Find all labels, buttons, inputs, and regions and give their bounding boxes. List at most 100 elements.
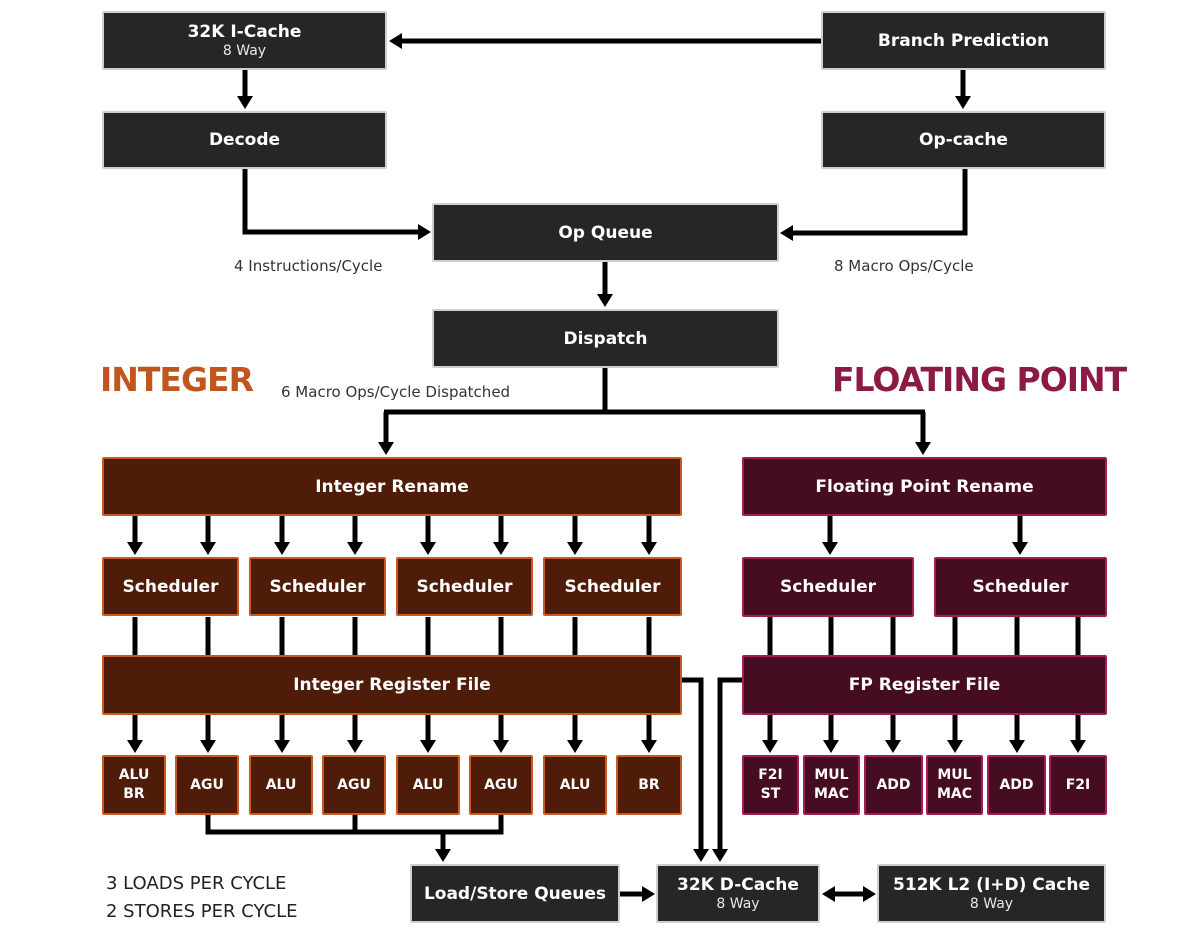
agu-to-lsq-arrow-head [435,849,451,862]
icache-box: 32K I-Cache 8 Way [102,11,387,70]
decode-title: Decode [208,130,281,150]
unit-line1: MUL [814,767,849,783]
l2-cache-box: 512K L2 (I+D) Cache 8 Way [877,864,1106,923]
branch-to-icache-arrow-head [389,33,402,49]
fp-unit-mul-mac-2: MUL MAC [926,755,983,815]
int-regfile-to-unit-arrow-3-head [347,740,363,753]
int-regfile-to-unit-arrow-2-head [274,740,290,753]
integer-rename-box: Integer Rename [102,457,682,516]
fp-regfile-to-unit-arrow-1-head [823,740,839,753]
fp-unit-add-1: ADD [864,755,923,815]
scheduler-label: Scheduler [416,576,513,597]
fp-rename-box: Floating Point Rename [742,457,1107,516]
fp-regfile-to-dcache-arrow [717,677,742,852]
unit-line1: AGU [190,776,224,793]
integer-scheduler-1: Scheduler [102,557,239,616]
int-rename-to-sched-arrow-4-head [420,542,436,555]
int-regfile-to-unit-arrow-1-head [200,740,216,753]
branch-prediction-box: Branch Prediction [821,11,1106,70]
unit-line1: F2I [1065,776,1091,793]
fp-register-file-title: FP Register File [848,675,1001,695]
scheduler-label: Scheduler [972,577,1069,597]
unit-line1: ADD [999,776,1034,793]
fp-rename-to-sched-arrow-1-head [822,542,838,555]
branch-prediction-title: Branch Prediction [877,30,1050,51]
unit-line1: F2I [758,767,783,783]
int-rename-to-sched-arrow-1-head [200,542,216,555]
icache-title: 32K I-Cache [187,21,302,42]
int-regfile-to-unit-arrow-4-head [420,740,436,753]
op-cache-title: Op-cache [919,130,1008,150]
integer-scheduler-2: Scheduler [249,557,386,616]
scheduler-label: Scheduler [122,576,219,597]
fp-register-file-box: FP Register File [742,655,1107,715]
macro-ops-rate-label: 8 Macro Ops/Cycle [834,257,974,275]
fp-scheduler-1: Scheduler [742,557,914,617]
int-regfile-to-unit-arrow-7-head [641,740,657,753]
scheduler-label: Scheduler [564,576,661,597]
fp-rename-to-sched-arrow-2-head [1012,542,1028,555]
l2-cache-sub: 8 Way [969,895,1014,912]
op-queue-box: Op Queue [432,203,779,262]
opqueue-to-dispatch-arrow-head [597,294,613,307]
fp-unit-mul-mac-1: MUL MAC [803,755,860,815]
decode-to-opqueue-arrow-head [418,224,431,240]
int-unit-agu-2: AGU [322,755,386,815]
int-rename-to-sched-arrow-6-head [567,542,583,555]
unit-line1: ALU [559,776,591,793]
unit-line1: AGU [484,776,518,793]
load-store-queues-title: Load/Store Queues [423,883,607,904]
opcache-to-opqueue-arrow [790,169,968,236]
integer-register-file-title: Integer Register File [293,675,491,695]
int-unit-br: BR [616,755,682,815]
int-regfile-to-unit-arrow-6-head [567,740,583,753]
int-rename-to-sched-arrow-0-head [127,542,143,555]
fp-section-title: FLOATING POINT [832,360,1127,399]
fp-regfile-to-unit-arrow-5-head [1070,740,1086,753]
op-cache-box: Op-cache [821,111,1106,169]
l2-cache-title: 512K L2 (I+D) Cache [893,874,1090,895]
int-rename-to-sched-arrow-2-head [274,542,290,555]
dispatch-box: Dispatch [432,309,779,368]
unit-line1: ALU [118,767,150,783]
fp-scheduler-2: Scheduler [934,557,1107,617]
int-unit-alu-2: ALU [249,755,313,815]
integer-scheduler-3: Scheduler [396,557,533,616]
int-unit-alu-4: ALU [543,755,607,815]
fp-regfile-to-unit-arrow-2-head [885,740,901,753]
icache-to-decode-arrow-head [237,96,253,109]
dispatch-rate-label: 6 Macro Ops/Cycle Dispatched [281,383,511,401]
dcache-l2-left-head [822,886,835,902]
integer-rename-title: Integer Rename [315,476,469,497]
unit-line1: AGU [337,776,371,793]
scheduler-label: Scheduler [780,577,876,597]
integer-register-file-box: Integer Register File [102,655,682,715]
fp-rename-title: Floating Point Rename [815,476,1034,497]
fp-regfile-to-unit-arrow-3-head [947,740,963,753]
dispatch-to-int-rename-arrow-head [378,442,394,455]
icache-sub: 8 Way [222,42,267,59]
branch-to-opcache-arrow-head [955,96,971,109]
instructions-rate-label: 4 Instructions/Cycle [234,257,383,275]
opcache-to-opqueue-arrow-head [780,225,793,241]
fp-unit-f2i-st: F2I ST [742,755,799,815]
dcache-box: 32K D-Cache 8 Way [656,864,820,923]
int-regfile-to-unit-arrow-5-head [493,740,509,753]
unit-line1: ALU [265,776,297,793]
unit-line2: MAC [936,786,973,802]
int-rename-to-sched-arrow-3-head [347,542,363,555]
lsq-to-dcache-arrow-head [642,886,655,902]
unit-line1: MUL [937,767,972,783]
integer-section-title: INTEGER [100,360,254,399]
int-unit-alu-br: ALU BR [102,755,166,815]
unit-line1: ALU [412,776,444,793]
int-rename-to-sched-arrow-5-head [493,542,509,555]
decode-to-opqueue-arrow [242,169,421,235]
integer-scheduler-4: Scheduler [543,557,682,616]
dcache-l2-right-head [863,886,876,902]
int-rename-to-sched-arrow-7-head [641,542,657,555]
fp-regfile-to-unit-arrow-4-head [1009,740,1025,753]
unit-line2: BR [123,786,145,802]
